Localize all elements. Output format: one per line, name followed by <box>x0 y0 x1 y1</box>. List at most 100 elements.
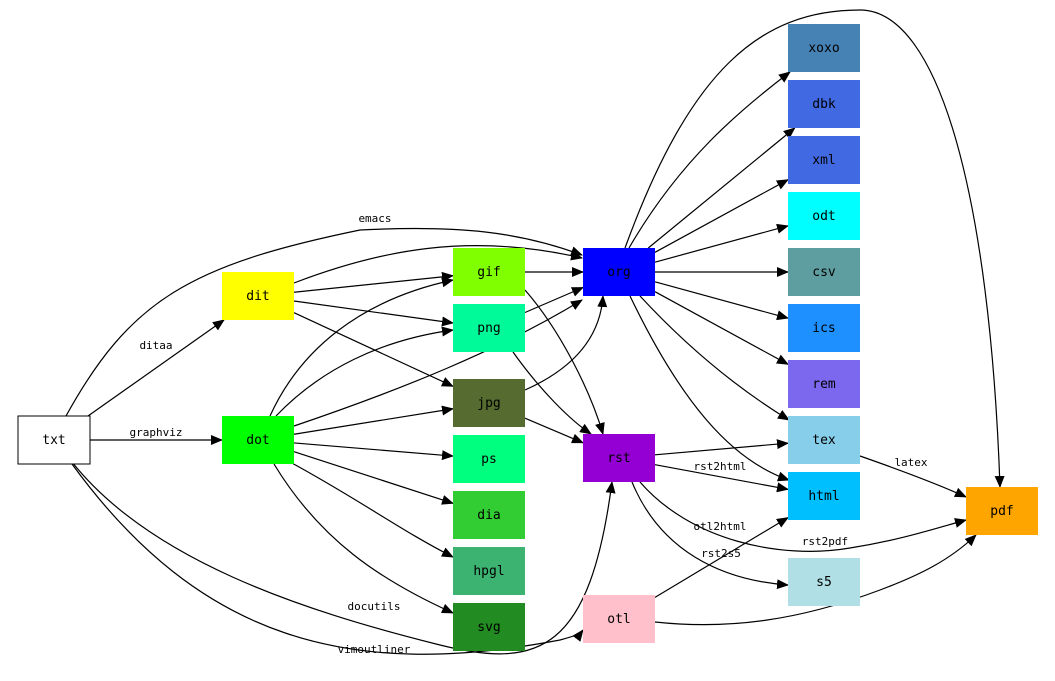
node-box-html <box>788 472 860 520</box>
node-label-org: org <box>607 265 630 280</box>
edge-dot-to-org <box>293 299 583 427</box>
node-box-ps <box>453 435 525 483</box>
edge-rst-to-s5 <box>631 481 789 590</box>
node-rem: rem <box>788 360 860 408</box>
edge-otl-to-html <box>654 517 789 598</box>
node-label-otl: otl <box>607 612 630 627</box>
node-label-svg: svg <box>477 620 500 635</box>
node-box-jpg <box>453 379 525 427</box>
node-label-odt: odt <box>812 209 835 224</box>
node-label-jpg: jpg <box>477 396 500 411</box>
edge-dit-to-png <box>293 300 454 327</box>
node-ics: ics <box>788 304 860 352</box>
edge-jpg-to-rst <box>524 417 584 444</box>
edge-png-to-org <box>524 286 584 314</box>
node-xml: xml <box>788 136 860 184</box>
node-box-dia <box>453 491 525 539</box>
node-label-html: html <box>808 489 839 504</box>
node-box-tex <box>788 416 860 464</box>
node-label-png: png <box>477 321 500 336</box>
node-box-ics <box>788 304 860 352</box>
edge-label-txt-to-dit: ditaa <box>139 339 172 352</box>
edge-label-rst-to-html: rst2html <box>694 460 747 473</box>
edge-label-txt-to-otl: vimoutliner <box>338 643 411 656</box>
node-box-txt <box>17 415 91 465</box>
edge-dit-to-gif <box>293 271 454 293</box>
edge-dot-to-dia <box>293 451 454 505</box>
node-png: png <box>453 304 525 352</box>
edge-label-txt-to-org: emacs <box>358 212 391 225</box>
node-ps: ps <box>453 435 525 483</box>
edge-org-to-tex <box>639 295 790 421</box>
node-dot: dot <box>222 416 294 464</box>
node-box-dit <box>222 272 294 320</box>
edge-txt-to-dit <box>87 319 225 417</box>
node-box-odt <box>788 192 860 240</box>
edge-org-to-odt <box>654 223 789 263</box>
edge-org-to-html <box>629 295 790 482</box>
node-label-ps: ps <box>481 452 497 467</box>
node-label-tex: tex <box>812 433 836 448</box>
edge-rst-to-tex <box>654 439 789 456</box>
node-label-ics: ics <box>812 321 835 336</box>
node-box-hpgl <box>453 547 525 595</box>
node-box-otl <box>583 595 655 643</box>
node-txt: txt <box>17 415 91 465</box>
edge-dit-to-jpg <box>293 312 454 387</box>
edge-txt-to-org <box>65 227 583 417</box>
edge-org-to-rem <box>654 291 789 365</box>
node-box-xml <box>788 136 860 184</box>
node-label-dit: dit <box>246 289 269 304</box>
edge-org-to-xoxo <box>628 71 791 249</box>
node-box-org <box>583 248 655 296</box>
node-rst: rst <box>583 434 655 482</box>
edge-txt-to-otl <box>71 463 584 655</box>
node-gif: gif <box>453 248 525 296</box>
node-tex: tex <box>788 416 860 464</box>
edge-png-to-rst <box>512 351 592 435</box>
node-dit: dit <box>222 272 294 320</box>
edge-labels: ditaagraphvizemacsdocutilsvimoutlinerrst… <box>130 212 928 656</box>
node-label-s5: s5 <box>816 575 832 590</box>
node-box-dot <box>222 416 294 464</box>
node-s5: s5 <box>788 558 860 606</box>
edge-tex-to-pdf <box>859 455 967 498</box>
node-box-xoxo <box>788 24 860 72</box>
edge-dot-to-hpgl <box>289 461 454 558</box>
node-dbk: dbk <box>788 80 860 128</box>
node-label-txt: txt <box>42 433 65 448</box>
node-box-rem <box>788 360 860 408</box>
node-odt: odt <box>788 192 860 240</box>
node-dia: dia <box>453 491 525 539</box>
node-svg: svg <box>453 603 525 651</box>
node-csv: csv <box>788 248 860 296</box>
edge-org-to-ics <box>654 281 789 321</box>
node-box-dbk <box>788 80 860 128</box>
edge-label-rst-to-s5: rst2s5 <box>701 547 741 560</box>
edge-label-tex-to-pdf: latex <box>894 456 927 469</box>
node-box-gif <box>453 248 525 296</box>
node-box-png <box>453 304 525 352</box>
edge-rst-to-pdf <box>639 481 967 552</box>
edge-jpg-to-org <box>524 295 608 391</box>
node-box-rst <box>583 434 655 482</box>
edge-dot-to-svg <box>273 463 454 614</box>
edges <box>65 9 1005 655</box>
node-otl: otl <box>583 595 655 643</box>
edge-dot-to-jpg <box>293 405 454 435</box>
node-label-rst: rst <box>607 451 630 466</box>
node-label-xoxo: xoxo <box>808 41 839 56</box>
node-label-gif: gif <box>477 265 500 280</box>
node-box-pdf <box>966 487 1038 535</box>
edge-rst-to-html <box>654 464 789 493</box>
node-pdf: pdf <box>966 487 1038 535</box>
edge-dot-to-gif <box>269 277 454 417</box>
edge-label-rst-to-pdf: rst2pdf <box>802 535 848 548</box>
node-label-pdf: pdf <box>990 504 1013 519</box>
node-label-xml: xml <box>812 153 835 168</box>
edge-dot-to-ps <box>293 442 454 461</box>
edge-org-to-pdf <box>624 9 1005 488</box>
node-hpgl: hpgl <box>453 547 525 595</box>
node-label-dot: dot <box>246 433 269 448</box>
